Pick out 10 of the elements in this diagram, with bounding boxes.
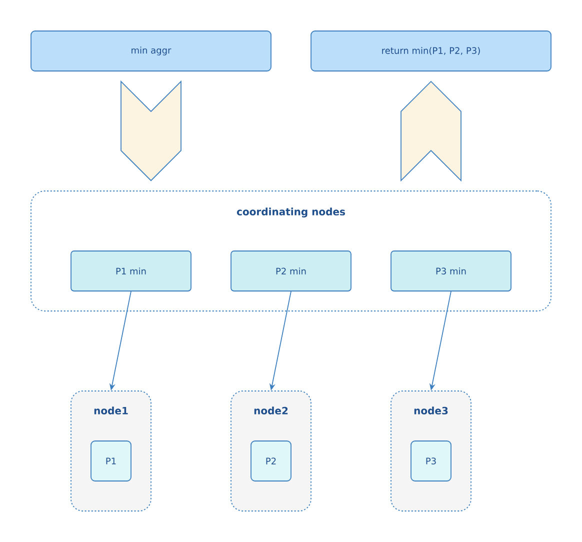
partition-box: P3	[410, 440, 452, 482]
process-box: P2 min	[230, 250, 352, 292]
process-box: P1 min	[70, 250, 192, 292]
chevron-arrow	[400, 80, 462, 182]
partition-box: P1	[90, 440, 132, 482]
chevron-arrow	[120, 80, 182, 182]
process-box: P3 min	[390, 250, 512, 292]
partition-box: P2	[250, 440, 292, 482]
label-box: min aggr	[30, 30, 272, 72]
label-box: return min(P1, P2, P3)	[310, 30, 552, 72]
